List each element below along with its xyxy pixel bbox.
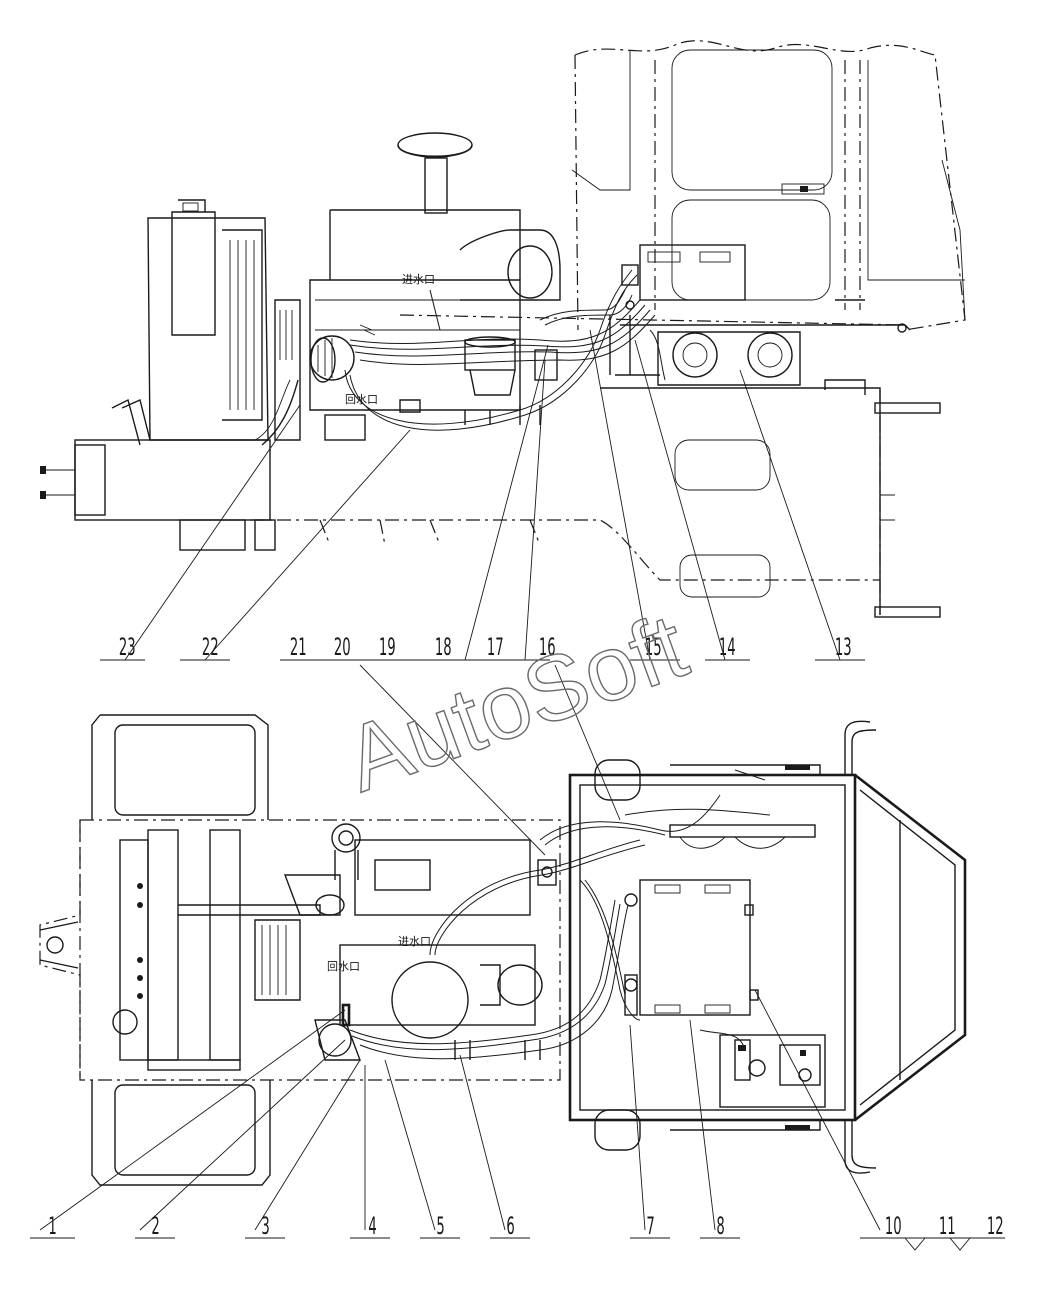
callout-18: 18: [435, 633, 452, 662]
callout-15: 15: [645, 633, 662, 662]
callout-14: 14: [719, 633, 736, 662]
label-return-side: 回水口: [345, 393, 378, 406]
callout-5: 5: [436, 1212, 444, 1241]
callout-numbers-bottom: 1 2 3 4 5 6 7 8 10 11 12: [30, 1212, 1005, 1251]
callout-13: 13: [835, 633, 852, 662]
callout-7: 7: [646, 1212, 654, 1241]
label-return-plan: 回水口: [327, 960, 360, 973]
callout-3: 3: [261, 1212, 269, 1241]
callout-1: 1: [48, 1212, 56, 1241]
callout-20: 20: [334, 633, 351, 662]
callout-17: 17: [487, 633, 504, 662]
callout-6: 6: [506, 1212, 514, 1241]
plan-view: [39, 714, 967, 1186]
callout-22: 22: [202, 633, 219, 662]
callout-10: 10: [885, 1212, 902, 1241]
leader-lines: [39, 329, 881, 1231]
callout-16: 16: [539, 633, 556, 662]
label-inlet-side: 进水口: [402, 273, 435, 286]
callout-12: 12: [987, 1212, 1004, 1241]
callout-8: 8: [716, 1212, 724, 1241]
callout-11: 11: [939, 1212, 956, 1241]
label-inlet-plan: 进水口: [398, 935, 431, 948]
watermark-text: AutoSoft: [333, 595, 700, 812]
callout-19: 19: [379, 633, 396, 662]
callout-21: 21: [290, 633, 307, 662]
callout-4: 4: [368, 1212, 376, 1241]
side-view: [40, 40, 966, 618]
callout-23: 23: [119, 633, 136, 662]
callout-numbers-top: 23 22 21 20 19 18 17 16 15 14 13: [100, 633, 865, 662]
callout-2: 2: [151, 1212, 159, 1241]
